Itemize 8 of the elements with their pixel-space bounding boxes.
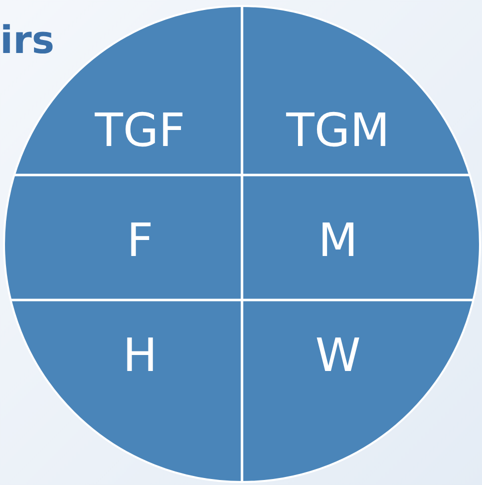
cell-label: F (50, 190, 230, 290)
cell-label: W (248, 305, 428, 405)
cell-label: TGF (50, 80, 230, 180)
cell-label: TGM (248, 80, 428, 180)
heading-fragment: irs (0, 18, 54, 62)
cell-label: M (248, 190, 428, 290)
circle-drawing (2, 4, 482, 484)
cell-label: H (50, 305, 230, 405)
